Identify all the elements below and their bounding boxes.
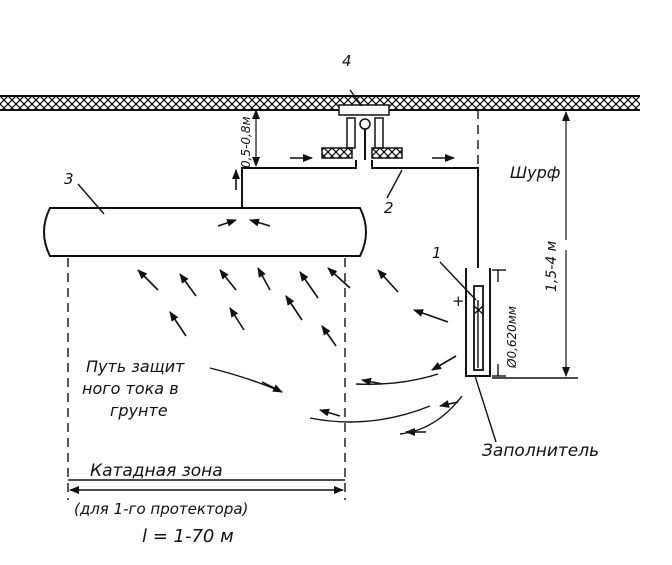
label-1: 1	[432, 244, 442, 262]
label-depth-side: 1,5-4 м	[544, 240, 560, 292]
label-length: l = 1-70 м	[142, 526, 234, 547]
label-diameter: Ø0,620мм	[505, 306, 519, 369]
label-cathode-zone: Катадная зона	[90, 461, 223, 481]
label-current-path-2: ного тока в	[82, 379, 179, 398]
label-filler: Заполнитель	[482, 441, 599, 461]
dimension-lines	[252, 109, 578, 379]
label-3: 3	[64, 170, 74, 188]
label-current-path-3: грунте	[110, 401, 168, 420]
label-2: 2	[384, 199, 394, 217]
label-per-protector: (для 1-го протектора)	[74, 500, 248, 518]
current-arrows	[137, 267, 463, 436]
label-4: 4	[342, 52, 352, 70]
ground-surface	[0, 95, 640, 111]
label-shurf: Шурф	[510, 163, 560, 182]
pipeline	[43, 183, 367, 257]
cable	[232, 154, 479, 268]
protector	[439, 261, 497, 443]
label-current-path-1: Путь защит	[86, 357, 185, 376]
cathode-zone-lines	[67, 258, 346, 500]
label-plus: +	[452, 292, 465, 310]
label-depth-top: 0,5-0,8м	[239, 116, 253, 168]
control-terminal	[321, 89, 403, 160]
